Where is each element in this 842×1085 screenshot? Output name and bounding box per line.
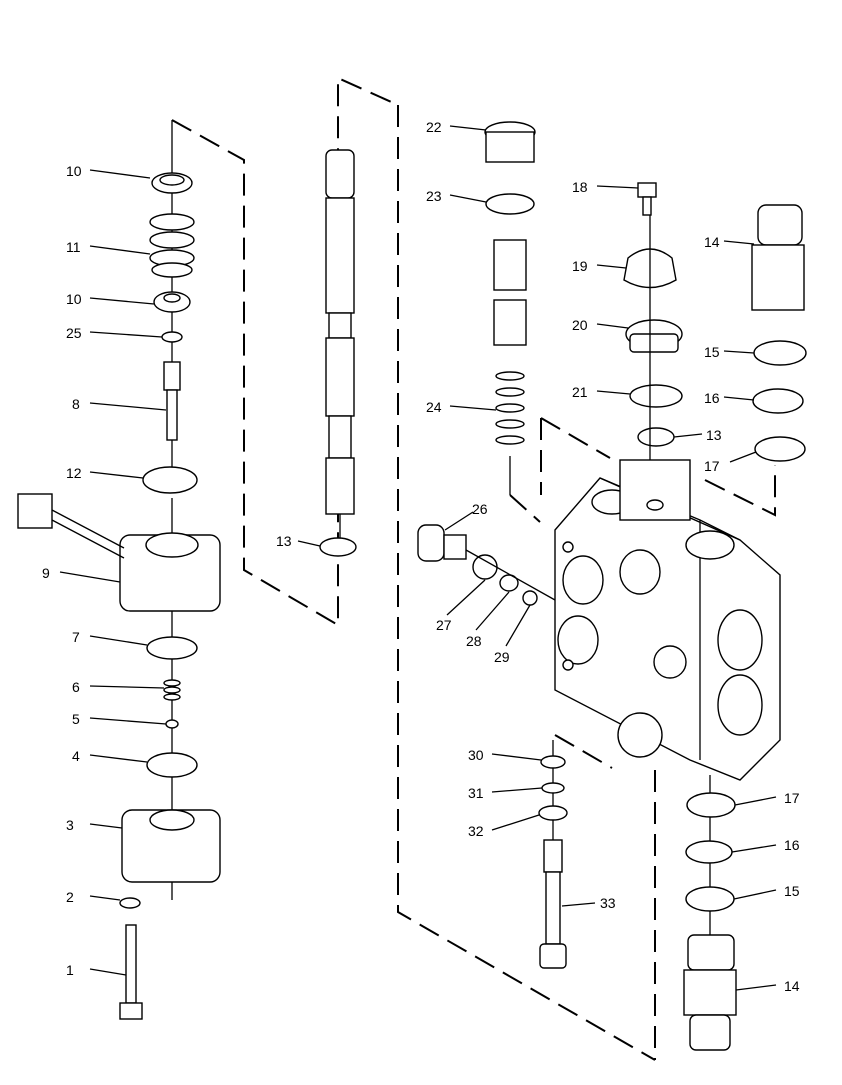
label-11: 11 xyxy=(66,239,81,255)
label-30: 30 xyxy=(468,747,484,763)
top-right-stack xyxy=(623,182,683,470)
lower-middle-stack xyxy=(538,740,568,969)
label-2: 2 xyxy=(66,889,74,905)
label-6: 6 xyxy=(72,679,80,695)
label-25: 25 xyxy=(66,325,82,341)
label-9: 9 xyxy=(42,565,50,581)
label-4: 4 xyxy=(72,748,80,764)
lower-right-stack xyxy=(683,775,737,1051)
label-29: 29 xyxy=(494,649,510,665)
label-28: 28 xyxy=(466,633,482,649)
spool-assembly xyxy=(319,149,357,557)
label-5: 5 xyxy=(72,711,80,727)
leader-lines xyxy=(59,125,777,991)
valve-block xyxy=(554,459,781,781)
label-13-block: 13 xyxy=(706,427,722,443)
left-solenoid-stack xyxy=(17,120,221,1020)
label-7: 7 xyxy=(72,629,80,645)
label-22: 22 xyxy=(426,119,442,135)
label-1: 1 xyxy=(66,962,74,978)
label-17-top: 17 xyxy=(704,458,720,474)
label-18: 18 xyxy=(572,179,588,195)
label-21: 21 xyxy=(572,384,588,400)
check-valve-parts xyxy=(417,524,556,606)
label-10-top: 10 xyxy=(66,163,82,179)
label-15-top: 15 xyxy=(704,344,720,360)
label-12: 12 xyxy=(66,465,82,481)
label-16-top: 16 xyxy=(704,390,720,406)
dashed-boundaries xyxy=(171,76,776,1061)
label-10-lower: 10 xyxy=(66,291,82,307)
label-16-bottom: 16 xyxy=(784,837,800,853)
relief-valve-stack xyxy=(484,121,536,495)
label-8: 8 xyxy=(72,396,80,412)
label-31: 31 xyxy=(468,785,484,801)
label-32: 32 xyxy=(468,823,484,839)
label-23: 23 xyxy=(426,188,442,204)
right-cartridge-top xyxy=(751,204,807,462)
label-27: 27 xyxy=(436,617,452,633)
label-13-spool: 13 xyxy=(276,533,292,549)
label-14-bottom: 14 xyxy=(784,978,800,994)
label-33: 33 xyxy=(600,895,616,911)
label-26: 26 xyxy=(472,501,488,517)
callout-labels: 10 11 10 25 8 12 9 7 6 5 4 3 2 1 13 22 2… xyxy=(42,119,800,994)
label-15-bottom: 15 xyxy=(784,883,800,899)
label-3: 3 xyxy=(66,817,74,833)
label-17-bottom: 17 xyxy=(784,790,800,806)
label-14-top: 14 xyxy=(704,234,720,250)
label-20: 20 xyxy=(572,317,588,333)
label-19: 19 xyxy=(572,258,588,274)
label-24: 24 xyxy=(426,399,442,415)
